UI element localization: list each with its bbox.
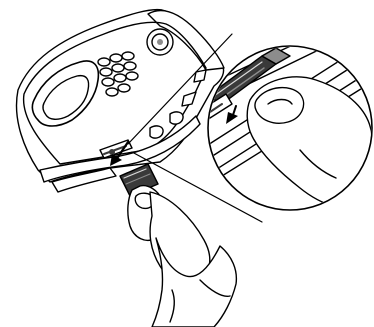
flip-phone	[16, 10, 224, 192]
detail-zoom-circle	[200, 8, 372, 211]
hand-holding-card	[128, 186, 237, 327]
camera-lens-icon	[147, 29, 173, 55]
